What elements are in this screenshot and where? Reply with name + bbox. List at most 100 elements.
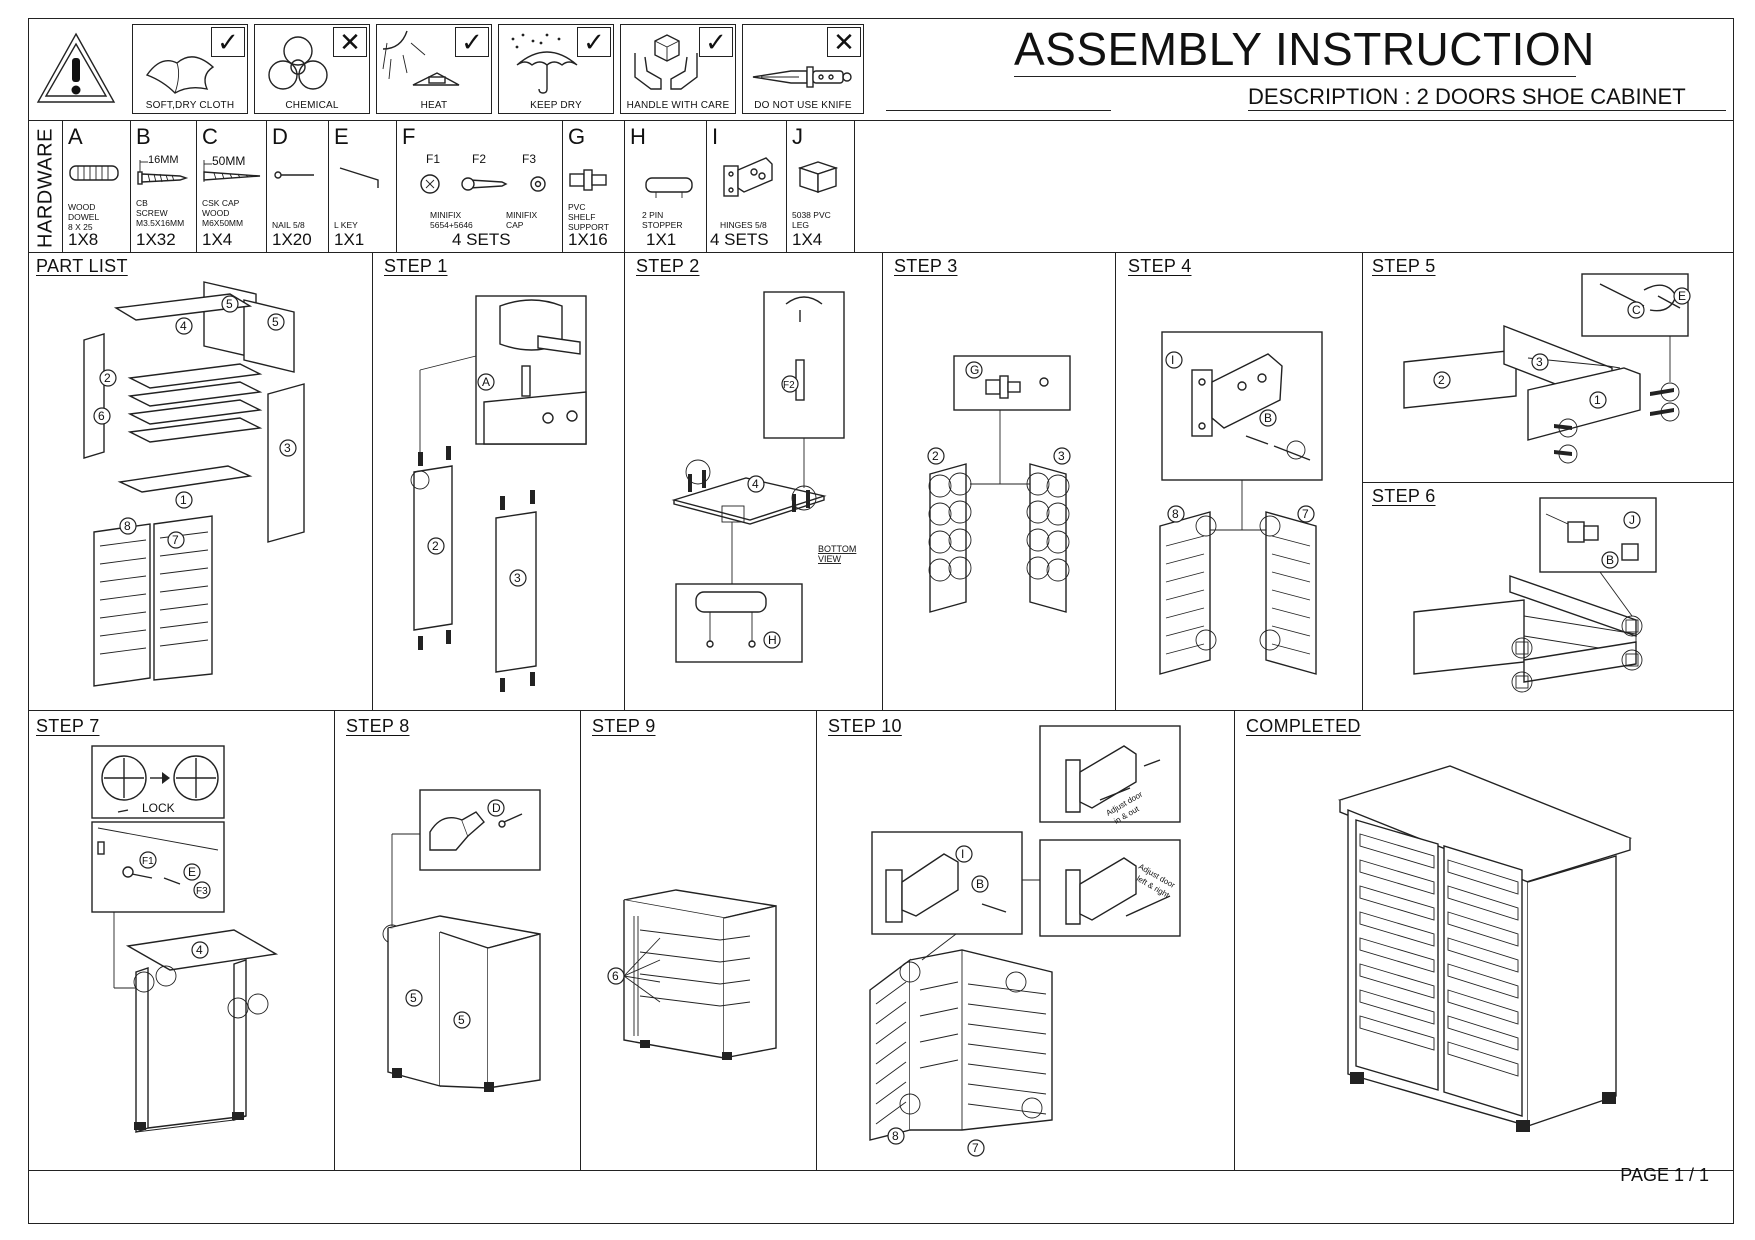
cross-mark: ✕ bbox=[333, 27, 367, 57]
row1-divider bbox=[28, 710, 1734, 711]
hardware-item-d: D NAIL 5/8 1X20 bbox=[266, 120, 328, 252]
knife-icon bbox=[752, 66, 852, 88]
svg-text:3: 3 bbox=[1536, 355, 1543, 369]
svg-text:2: 2 bbox=[1438, 373, 1445, 387]
hw-desc: MINIFIX 5654+5646 bbox=[430, 210, 473, 230]
hw-qty: 1X4 bbox=[202, 230, 233, 249]
svg-text:C: C bbox=[1632, 303, 1641, 317]
hardware-label-text: HARDWARE bbox=[34, 128, 57, 248]
svg-text:8: 8 bbox=[892, 1129, 899, 1143]
umbrella-icon bbox=[511, 33, 578, 94]
hw-qty: 1X1 bbox=[334, 230, 365, 249]
hinge-icon bbox=[723, 157, 773, 197]
hw-letter: H bbox=[630, 124, 646, 149]
part-list-label: PART LIST bbox=[36, 256, 128, 276]
svg-text:2: 2 bbox=[432, 539, 439, 553]
hw-letter: G bbox=[568, 124, 586, 149]
svg-text:J: J bbox=[1629, 513, 1635, 527]
svg-text:5: 5 bbox=[226, 297, 233, 311]
hw-qty: 1X1 bbox=[646, 230, 677, 249]
svg-text:5: 5 bbox=[272, 315, 279, 329]
step9-diagram: 6 bbox=[607, 889, 777, 1060]
svg-text:2: 2 bbox=[104, 371, 111, 385]
step7-label: STEP 7 bbox=[36, 716, 100, 736]
hw-divider bbox=[396, 120, 397, 252]
hw-sub-f1: F1 bbox=[426, 152, 441, 166]
hw-qty: 1X32 bbox=[136, 230, 176, 249]
hw-divider bbox=[130, 120, 131, 252]
svg-text:3: 3 bbox=[284, 441, 291, 455]
step6-diagram: J B bbox=[1413, 497, 1657, 693]
hw-desc-cap: MINIFIX CAP bbox=[506, 210, 538, 230]
warning-box-handle-care: ✓ HANDLE WITH CARE bbox=[620, 24, 736, 114]
svg-text:8: 8 bbox=[124, 519, 131, 533]
footer-divider bbox=[28, 1170, 1734, 1171]
hw-desc: L KEY bbox=[334, 220, 358, 230]
warning-caption: HANDLE WITH CARE bbox=[626, 100, 730, 111]
hw-desc: CSK CAP WOOD M6X50MM bbox=[202, 198, 244, 228]
hw-qty: 1X4 bbox=[792, 230, 823, 249]
cb-screw-icon bbox=[137, 160, 189, 185]
warning-caption: DO NOT USE KNIFE bbox=[754, 100, 852, 111]
svg-text:7: 7 bbox=[1302, 507, 1309, 521]
step3-label: STEP 3 bbox=[894, 256, 958, 276]
svg-text:4: 4 bbox=[196, 943, 203, 957]
hw-desc: 2 PIN STOPPER bbox=[642, 210, 683, 230]
step3-diagram: G 2 3 bbox=[927, 355, 1071, 613]
step6-label: STEP 6 bbox=[1372, 486, 1436, 506]
hw-letter: F bbox=[402, 124, 416, 149]
hardware-item-a: A WOOD DOWEL 8 X 25 1X8 bbox=[62, 120, 130, 252]
svg-text:2: 2 bbox=[932, 449, 939, 463]
step4-label: STEP 4 bbox=[1128, 256, 1192, 276]
col-divider-4 bbox=[1115, 252, 1116, 710]
warning-box-chemical: ✕ CHEMICAL bbox=[254, 24, 370, 114]
step8-label: STEP 8 bbox=[346, 716, 410, 736]
minifix-icon bbox=[420, 174, 546, 194]
blank-line bbox=[886, 110, 1111, 111]
svg-text:G: G bbox=[970, 363, 979, 377]
bottom-view-line1: BOTTOM bbox=[818, 544, 856, 554]
svg-text:5: 5 bbox=[410, 991, 417, 1005]
hw-desc: NAIL 5/8 bbox=[272, 220, 305, 230]
hw-qty: 1X8 bbox=[68, 230, 99, 249]
page-title: ASSEMBLY INSTRUCTION bbox=[1014, 23, 1595, 75]
hardware-item-c: C 50MM CSK CAP WOOD M6X50MM 1X4 bbox=[196, 120, 266, 252]
hw-divider bbox=[196, 120, 197, 252]
hw-divider bbox=[266, 120, 267, 252]
step10-label: STEP 10 bbox=[828, 716, 902, 736]
svg-text:1: 1 bbox=[1594, 393, 1601, 407]
step1-diagram: A 2 3 bbox=[410, 295, 587, 692]
col-divider-7 bbox=[580, 710, 581, 1170]
hw-letter: E bbox=[334, 124, 349, 149]
hw-dimension: 50MM bbox=[212, 154, 246, 168]
hw-desc: CB SCREW M3.5X16MM bbox=[136, 198, 185, 228]
page-number: PAGE 1 / 1 bbox=[1620, 1165, 1709, 1185]
svg-text:B: B bbox=[1606, 553, 1614, 567]
hw-divider bbox=[624, 120, 625, 252]
svg-text:1: 1 bbox=[180, 493, 187, 507]
warning-box-cloth: ✓ SOFT,DRY CLOTH bbox=[132, 24, 248, 114]
svg-text:5: 5 bbox=[458, 1013, 465, 1027]
svg-text:4: 4 bbox=[180, 319, 187, 333]
svg-text:A: A bbox=[482, 375, 490, 389]
pvc-leg-icon bbox=[797, 161, 839, 193]
svg-text:B: B bbox=[976, 877, 984, 891]
hardware-divider bbox=[28, 252, 1734, 253]
biohazard-icon bbox=[268, 36, 328, 90]
svg-text:6: 6 bbox=[98, 409, 105, 423]
col-divider-1 bbox=[372, 252, 373, 710]
hw-letter: I bbox=[712, 124, 719, 149]
hw-qty: 1X16 bbox=[568, 230, 608, 249]
hw-letter: D bbox=[272, 124, 288, 149]
hw-divider bbox=[854, 120, 855, 252]
bottom-view-line2: VIEW bbox=[818, 554, 842, 564]
page-frame bbox=[28, 18, 1734, 1224]
hw-divider bbox=[786, 120, 787, 252]
step8-diagram: D 5 5 bbox=[382, 789, 541, 1092]
warning-box-knife: ✕ DO NOT USE KNIFE bbox=[742, 24, 864, 114]
svg-text:8: 8 bbox=[1172, 507, 1179, 521]
hw-sub-f3: F3 bbox=[522, 152, 537, 166]
sun-heat-icon bbox=[382, 30, 460, 86]
shelf-support-icon bbox=[569, 169, 607, 191]
warning-caption: KEEP DRY bbox=[530, 100, 582, 111]
